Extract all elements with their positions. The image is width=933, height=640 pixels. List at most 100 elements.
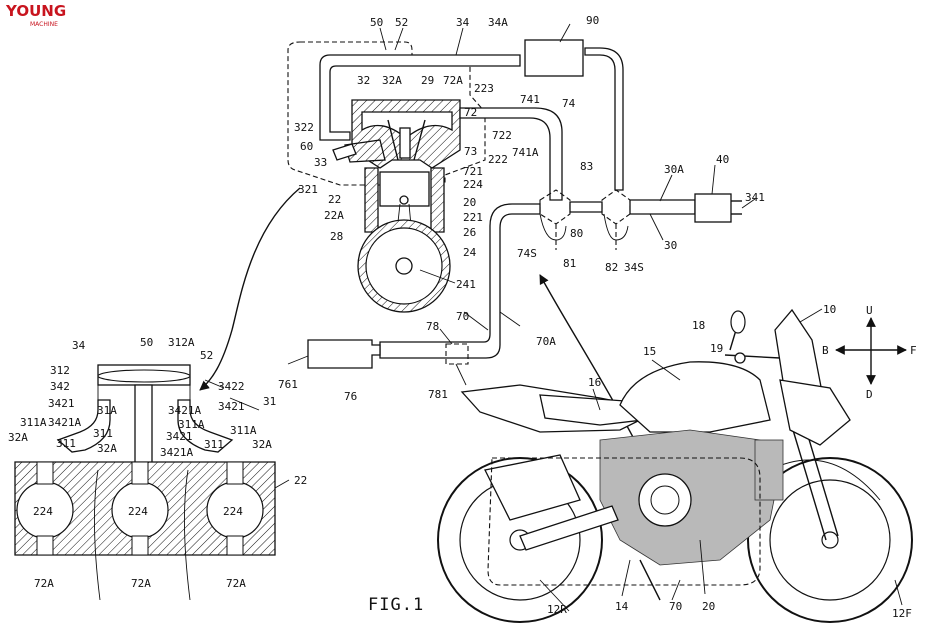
label-34: 34 — [456, 16, 470, 29]
connector-83 — [569, 201, 603, 213]
label-40: 40 — [716, 153, 729, 166]
label-70-bike: 70 — [669, 600, 682, 613]
inset-label-3421A: 3421A — [168, 404, 201, 417]
label-32: 32 — [357, 74, 370, 87]
inset-label-224: 224 — [33, 505, 53, 518]
inset-label-312A: 312A — [168, 336, 195, 349]
engine-cover-inner — [650, 485, 680, 515]
valve-cup-82 — [603, 213, 629, 241]
label-16: 16 — [588, 376, 601, 389]
exhaust-pipe-70 — [379, 203, 541, 359]
front-tire — [747, 457, 913, 623]
inset-label-72A: 72A — [34, 577, 54, 590]
label-83: 83 — [580, 160, 593, 173]
inset-runner-center — [134, 384, 153, 471]
label-70: 70 — [456, 310, 469, 323]
label-28: 28 — [330, 230, 343, 243]
label-26: 26 — [463, 226, 476, 239]
cylinder-block-left — [364, 167, 379, 233]
valve-body-82 — [601, 189, 631, 225]
piston-pin — [399, 195, 409, 205]
label-30: 30 — [664, 239, 677, 252]
label-20-bike: 20 — [702, 600, 715, 613]
label-10: 10 — [823, 303, 836, 316]
inset-label-311-c: 311 — [204, 438, 224, 451]
inset-label-3421A-c: 3421A — [160, 446, 193, 459]
valve-cup-81 — [539, 213, 567, 241]
exhaust-pipe-74 — [459, 107, 563, 201]
inset-label-224b: 224 — [128, 505, 148, 518]
label-81: 81 — [563, 257, 576, 270]
front-rim — [769, 479, 891, 601]
label-20: 20 — [463, 196, 476, 209]
inset-port-6 — [226, 535, 244, 556]
label-30A: 30A — [664, 163, 684, 176]
motorcycle — [437, 308, 913, 623]
inset-label-3421A-b: 3421A — [48, 416, 81, 429]
intake-pipe-34A — [584, 47, 624, 191]
label-34S: 34S — [624, 261, 644, 274]
logo-sub: MACHINE — [30, 21, 58, 28]
mirror-18 — [730, 310, 746, 334]
inset-label-311A-b: 311A — [178, 418, 205, 431]
label-70A: 70A — [536, 335, 556, 348]
label-761: 761 — [278, 378, 298, 391]
air-filter-40 — [694, 193, 732, 223]
label-721: 721 — [463, 165, 483, 178]
label-33: 33 — [314, 156, 327, 169]
label-74: 74 — [562, 97, 576, 110]
inset-runner-right — [177, 399, 234, 453]
leader-lines — [204, 23, 903, 612]
inset-label-22: 22 — [294, 474, 307, 487]
label-74S: 74S — [517, 247, 537, 260]
label-52: 52 — [395, 16, 408, 29]
label-18: 18 — [692, 319, 705, 332]
intake-pipe-30 — [629, 199, 696, 215]
inset-port-4 — [36, 535, 54, 556]
inset-label-311A: 311A — [20, 416, 47, 429]
inset-label-31A: 31A — [97, 404, 117, 417]
inset-port-1 — [36, 461, 54, 485]
label-322: 322 — [294, 121, 314, 134]
fuel-tank-15 — [619, 361, 771, 433]
injector — [332, 143, 357, 161]
inset-label-3421b: 3421 — [218, 400, 245, 413]
side-stand — [639, 559, 661, 601]
intake-pipe-34 — [319, 54, 521, 141]
direction-compass — [835, 317, 907, 385]
catalyst-78 — [445, 343, 469, 365]
swingarm — [519, 505, 619, 551]
inset-label-342: 342 — [50, 380, 70, 393]
label-14: 14 — [615, 600, 629, 613]
label-221: 221 — [463, 211, 483, 224]
inset-port-5 — [131, 535, 149, 556]
inset-label-32A-c: 32A — [252, 438, 272, 451]
valve-body-81 — [539, 189, 571, 225]
engine-section — [287, 39, 742, 369]
label-32A: 32A — [382, 74, 402, 87]
inset-label-3422: 3422 — [218, 380, 245, 393]
label-321: 321 — [298, 183, 318, 196]
spark-plug — [399, 127, 411, 159]
young-machine-logo: YOUNG MACHINE — [5, 2, 66, 28]
inset-label-72A-c: 72A — [226, 577, 246, 590]
label-82: 82 — [605, 261, 618, 274]
label-781: 781 — [428, 388, 448, 401]
label-223: 223 — [474, 82, 494, 95]
intake-valve — [387, 119, 399, 161]
inset-valve-50 — [97, 369, 191, 383]
figure-caption: FIG.1 — [368, 595, 424, 615]
label-22A: 22A — [324, 209, 344, 222]
break-line-1 — [94, 469, 101, 601]
break-line-2 — [184, 469, 191, 601]
label-50: 50 — [370, 16, 383, 29]
muffler-76 — [307, 339, 381, 369]
label-72: 72 — [464, 106, 477, 119]
logo-brand: YOUNG — [5, 2, 66, 20]
dir-up: U — [866, 304, 873, 317]
inset-label-52: 52 — [200, 349, 213, 362]
inset-label-50: 50 — [140, 336, 153, 349]
label-741A: 741A — [512, 146, 539, 159]
inset-label-311A-c: 311A — [230, 424, 257, 437]
inset-label-32A: 32A — [8, 431, 28, 444]
